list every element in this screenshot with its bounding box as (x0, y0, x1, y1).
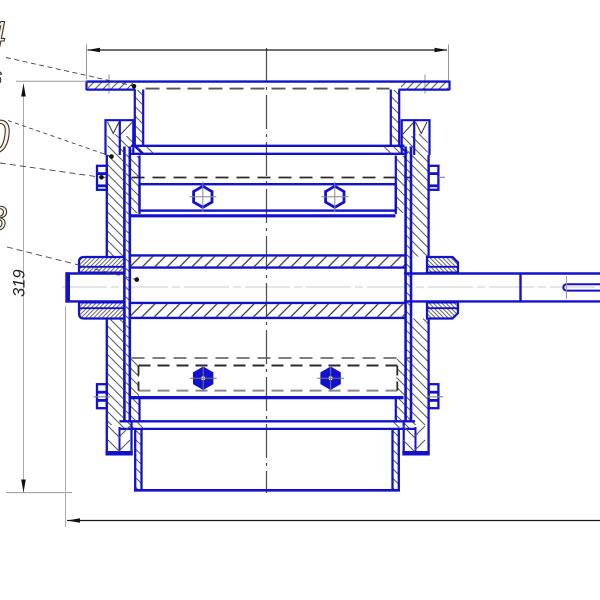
svg-text:4: 4 (0, 14, 6, 55)
svg-text:319: 319 (11, 269, 29, 297)
svg-text:3: 3 (0, 200, 7, 238)
svg-text:6: 6 (0, 69, 2, 90)
svg-text:0: 0 (0, 111, 10, 163)
